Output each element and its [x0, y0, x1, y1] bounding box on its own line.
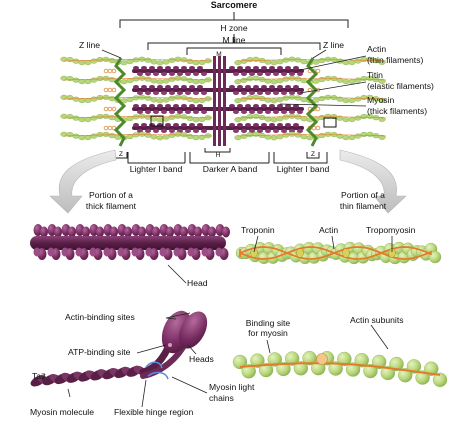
tropomyosin-label: Tropomyosin [366, 225, 416, 235]
thick-filament-portion [30, 224, 230, 260]
flexible-hinge-label: Flexible hinge region [114, 407, 194, 417]
molecule-leaders [41, 312, 208, 408]
sarcomere-title: Sarcomere [210, 0, 258, 10]
h-zone-bracket [147, 34, 321, 50]
binding-site-label-2: for myosin [248, 328, 288, 338]
titin-sublabel: (elastic filaments) [367, 81, 434, 91]
arrow-to-thin [339, 149, 407, 214]
actin-detail-drawing [232, 350, 448, 388]
z-line-right-label: Z line [323, 40, 345, 50]
myosin-binding-site [316, 353, 328, 365]
myosin-label: Myosin [367, 95, 395, 105]
thick-portion-title-2: thick filament [85, 201, 137, 211]
thin-portion-title-2: thin filament [339, 201, 387, 211]
titin-label: Titin [367, 70, 383, 80]
sarcomere-bracket [119, 12, 349, 28]
darker-a-band: Darker A band [202, 164, 258, 174]
z-line-left [113, 57, 127, 147]
h-zone-label: H zone [220, 23, 248, 33]
myosin-light-chains-label-1: Myosin light [209, 382, 255, 392]
thin-selection-box [323, 117, 337, 128]
head-leader [167, 264, 187, 284]
m-label: M [216, 51, 222, 58]
myosin-molecule-drawing [30, 310, 208, 387]
thin-leaders [253, 235, 393, 253]
arrow-to-thick [49, 149, 117, 214]
z-left-label: Z [119, 151, 123, 158]
sarcomere-leaders [101, 49, 367, 107]
actin-binding-sites-label: Actin-binding sites [65, 312, 135, 322]
thin-portion-title-1: Portion of a [341, 190, 385, 200]
light-chain [145, 361, 163, 369]
band-brackets [114, 148, 328, 164]
lighter-i-band-left: Lighter I band [129, 164, 183, 174]
myosin-light-chains-label-2: chains [209, 393, 234, 403]
myosin-sublabel: (thick filaments) [367, 106, 428, 116]
actin-sublabel: (thin filaments) [367, 55, 424, 65]
actin-thin-label: Actin [319, 225, 339, 235]
actin-detail-leaders [266, 324, 389, 354]
actin-label: Actin [367, 44, 387, 54]
thick-portion-title-1: Portion of a [89, 190, 133, 200]
binding-site-label-1: Binding site [245, 318, 291, 328]
lighter-i-band-right: Lighter I band [276, 164, 330, 174]
m-line-label: M line [222, 35, 246, 45]
actin-subunits-label: Actin subunits [350, 315, 404, 325]
m-line-bracket [186, 47, 282, 55]
myosin-molecule-label: Myosin molecule [30, 407, 94, 417]
z-right-label: Z [311, 151, 315, 158]
atp-binding-site-label: ATP-binding site [68, 347, 131, 357]
heads-label: Heads [189, 354, 214, 364]
thick-selection-box [150, 115, 164, 127]
thin-filament-portion [235, 241, 442, 265]
troponin-label: Troponin [241, 225, 275, 235]
sarcomere-filaments [60, 56, 387, 141]
m-line [213, 56, 226, 146]
z-line-left-label: Z line [79, 40, 101, 50]
head-label: Head [187, 278, 208, 288]
z-line-right [305, 57, 319, 147]
h-label: H [215, 152, 221, 159]
tail-label: Tail [32, 371, 45, 381]
